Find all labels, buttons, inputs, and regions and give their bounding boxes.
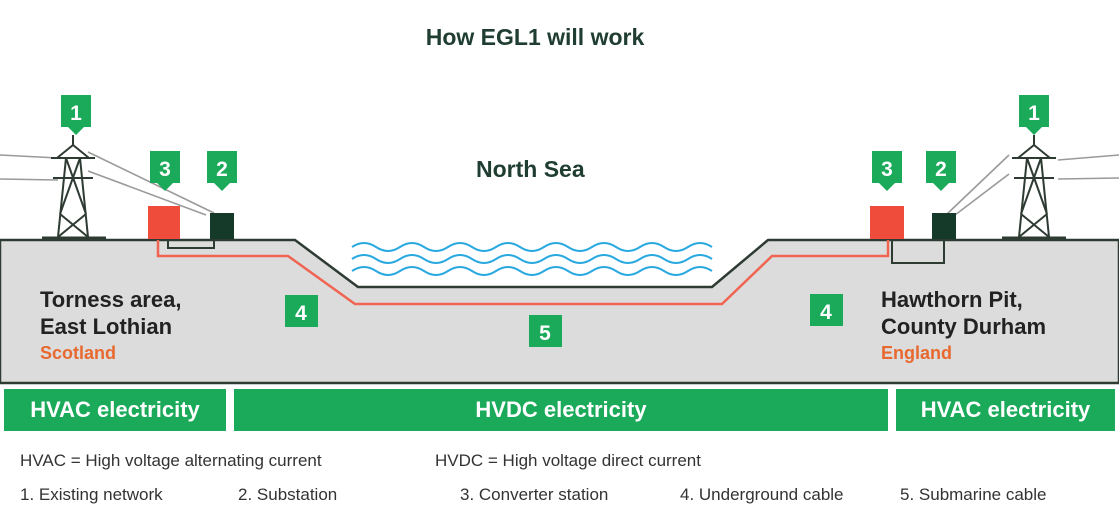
right-site-line1: Hawthorn Pit,	[881, 287, 1023, 312]
sea-label: North Sea	[476, 156, 585, 182]
left-site-line1: Torness area,	[40, 287, 182, 312]
svg-text:4: 4	[820, 301, 832, 324]
legend-hvdc: HVDC = High voltage direct current	[435, 451, 701, 470]
svg-text:4: 4	[295, 302, 307, 325]
converter-station-right	[870, 206, 904, 239]
substation-left	[210, 213, 234, 239]
pylon-left-icon	[42, 135, 106, 240]
badge-underground-left: 4	[285, 295, 318, 327]
substation-right	[932, 213, 956, 239]
legend-item: 2. Substation	[238, 485, 338, 504]
cable-route	[156, 240, 890, 306]
diagram-title: How EGL1 will work	[425, 24, 645, 50]
svg-text:1: 1	[1028, 102, 1040, 125]
badge-converter-right: 3	[872, 151, 902, 191]
badge-network-right: 1	[1019, 95, 1049, 135]
band-hvac-left: HVAC electricity	[4, 389, 226, 431]
pylon-right-icon	[1002, 135, 1066, 240]
legend-item: 3. Converter station	[460, 485, 609, 504]
converter-station-left	[148, 206, 180, 239]
left-country: Scotland	[40, 343, 117, 363]
legend-hvac: HVAC = High voltage alternating current	[20, 451, 322, 470]
legend-item: 5. Submarine cable	[900, 485, 1047, 504]
badge-substation-right: 2	[926, 151, 956, 191]
badge-submarine: 5	[529, 315, 562, 347]
right-site-line2: County Durham	[881, 314, 1046, 339]
ac-links	[167, 239, 945, 264]
sea-waves	[351, 242, 713, 276]
legend-item: 4. Underground cable	[680, 485, 844, 504]
right-site-name: Hawthorn Pit, County Durham	[881, 286, 1046, 340]
badge-network-left: 1	[61, 95, 91, 135]
band-hvdc: HVDC electricity	[234, 389, 888, 431]
svg-text:3: 3	[881, 158, 893, 181]
badge-substation-left: 2	[207, 151, 237, 191]
left-site-name: Torness area, East Lothian	[40, 286, 181, 340]
svg-text:2: 2	[216, 158, 228, 181]
left-site-line2: East Lothian	[40, 314, 173, 339]
svg-text:3: 3	[159, 158, 171, 181]
ground-section	[0, 238, 1119, 385]
legend-item: 1. Existing network	[20, 485, 163, 504]
right-country: England	[881, 343, 952, 363]
svg-text:1: 1	[70, 102, 82, 125]
svg-text:5: 5	[539, 322, 551, 345]
badge-converter-left: 3	[150, 151, 180, 191]
overhead-lines-left	[0, 151, 215, 216]
svg-text:2: 2	[935, 158, 947, 181]
badge-underground-right: 4	[810, 294, 843, 326]
band-hvac-right: HVAC electricity	[896, 389, 1115, 431]
overhead-lines-right	[946, 154, 1119, 216]
